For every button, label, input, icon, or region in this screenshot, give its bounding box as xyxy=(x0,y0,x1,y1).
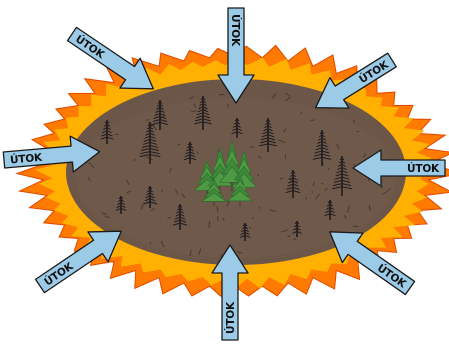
debris-stick xyxy=(178,144,181,145)
arrow-label: ÚTOK xyxy=(229,14,242,47)
arrow-label: ÚTOK xyxy=(407,162,440,175)
arrow-label: ÚTOK xyxy=(224,301,237,334)
